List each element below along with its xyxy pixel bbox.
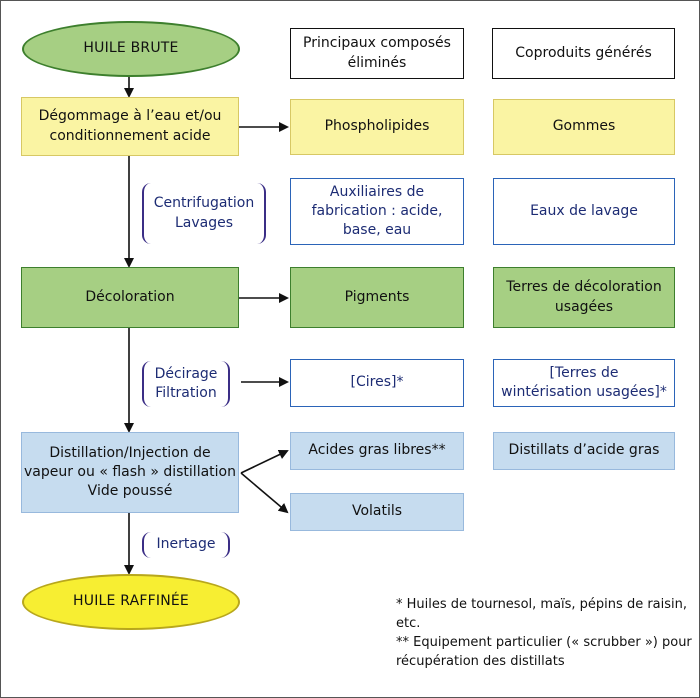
processing-aids-box: Auxiliaires de fabrication : acide, base… <box>290 178 464 245</box>
waxes-box: [Cires]* <box>290 359 464 407</box>
header-coproducts: Coproduits générés <box>492 28 675 79</box>
winterization-earth-box: [Terres de wintérisation usagées]* <box>493 359 675 407</box>
fatty-acid-distillates-box: Distillats d’acide gras <box>493 432 675 470</box>
arrow-deodorization-to-volatiles <box>240 472 289 514</box>
arrow-deodorization-to-ffa <box>240 449 289 474</box>
wash-water-box: Eaux de lavage <box>493 178 675 245</box>
washing-annotation: Centrifugation Lavages <box>142 183 266 244</box>
free-fatty-acids-box: Acides gras libres** <box>290 432 464 470</box>
footnote-1: * Huiles de tournesol, maïs, pépins de r… <box>396 597 688 631</box>
volatiles-box: Volatils <box>290 493 464 531</box>
deodorization-step: Distillation/Injection de vapeur ou « fl… <box>21 432 239 513</box>
refined-oil-ellipse: HUILE RAFFINÉE <box>22 574 240 630</box>
bleaching-earth-box: Terres de décoloration usagées <box>493 267 675 328</box>
footnotes: * Huiles de tournesol, maïs, pépins de r… <box>396 596 696 671</box>
header-eliminated: Principaux composés éliminés <box>290 28 464 79</box>
phospholipids-box: Phospholipides <box>290 99 464 155</box>
footnote-2: ** Equipement particulier (« scrubber »)… <box>396 634 692 669</box>
crude-oil-ellipse: HUILE BRUTE <box>22 21 240 77</box>
bleaching-step: Décoloration <box>21 267 239 328</box>
inerting-annotation: Inertage <box>142 532 230 558</box>
dewaxing-annotation: Décirage Filtration <box>142 361 230 407</box>
pigments-box: Pigments <box>290 267 464 328</box>
degumming-step: Dégommage à l’eau et/ou conditionnement … <box>21 97 239 156</box>
gums-box: Gommes <box>493 99 675 155</box>
